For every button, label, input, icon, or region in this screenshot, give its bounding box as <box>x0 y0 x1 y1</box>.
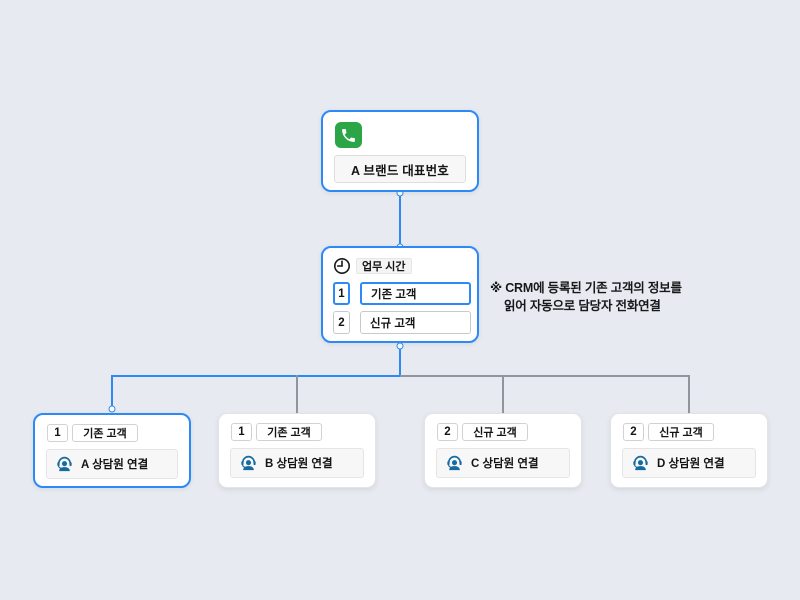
connector-line <box>112 375 400 377</box>
leaf-d-label: 신규 고객 <box>648 423 714 441</box>
connector-endpoint-dot <box>396 342 404 350</box>
leaf-b-agent-row[interactable]: B 상담원 연결 <box>230 448 364 478</box>
leaf-a-agent-label: A 상담원 연결 <box>81 459 149 471</box>
leaf-b-label: 기존 고객 <box>256 423 322 441</box>
agent-headset-icon <box>446 455 463 471</box>
connector-line <box>296 375 298 413</box>
leaf-d-agent-label: D 상담원 연결 <box>657 458 725 470</box>
connector-line <box>399 192 401 247</box>
branch-option-1-label[interactable]: 기존 고객 <box>360 282 471 305</box>
leaf-c-agent-row[interactable]: C 상담원 연결 <box>436 448 570 478</box>
clock-icon <box>333 257 351 275</box>
crm-annotation-line1: ※ CRM에 등록된 기존 고객의 정보를 <box>490 281 682 295</box>
branch-node[interactable]: 업무 시간 1 기존 고객 2 신규 고객 <box>321 246 479 343</box>
branch-node-title: 업무 시간 <box>356 258 412 274</box>
leaf-node-agent-b[interactable]: 1 기존 고객 B 상담원 연결 <box>218 413 376 488</box>
leaf-c-agent-label: C 상담원 연결 <box>471 458 539 470</box>
crm-annotation-line2: 읽어 자동으로 담당자 전화연결 <box>504 299 661 313</box>
crm-annotation: ※ CRM에 등록된 기존 고객의 정보를 읽어 자동으로 담당자 전화연결 <box>490 279 682 315</box>
leaf-d-key: 2 <box>623 423 644 441</box>
root-node-label: A 브랜드 대표번호 <box>334 155 466 183</box>
connector-line <box>111 375 113 410</box>
leaf-node-agent-d[interactable]: 2 신규 고객 D 상담원 연결 <box>610 413 768 488</box>
leaf-c-label: 신규 고객 <box>462 423 528 441</box>
connector-line <box>502 375 504 413</box>
leaf-a-key: 1 <box>47 424 68 442</box>
connector-line <box>399 343 401 377</box>
branch-option-2-label[interactable]: 신규 고객 <box>360 311 471 334</box>
leaf-c-key: 2 <box>437 423 458 441</box>
branch-option-2-key[interactable]: 2 <box>333 311 350 334</box>
leaf-b-agent-label: B 상담원 연결 <box>265 458 333 470</box>
leaf-a-label: 기존 고객 <box>72 424 138 442</box>
leaf-a-agent-row[interactable]: A 상담원 연결 <box>46 449 178 479</box>
leaf-node-agent-a[interactable]: 1 기존 고객 A 상담원 연결 <box>33 413 191 488</box>
agent-headset-icon <box>56 456 73 472</box>
agent-headset-icon <box>632 455 649 471</box>
connector-line <box>688 375 690 413</box>
leaf-d-agent-row[interactable]: D 상담원 연결 <box>622 448 756 478</box>
connector-endpoint-dot <box>108 405 116 413</box>
connector-line <box>400 375 689 377</box>
phone-icon <box>335 122 362 148</box>
agent-headset-icon <box>240 455 257 471</box>
root-node[interactable]: A 브랜드 대표번호 <box>321 110 479 192</box>
leaf-node-agent-c[interactable]: 2 신규 고객 C 상담원 연결 <box>424 413 582 488</box>
leaf-b-key: 1 <box>231 423 252 441</box>
branch-option-1-key[interactable]: 1 <box>333 282 350 305</box>
